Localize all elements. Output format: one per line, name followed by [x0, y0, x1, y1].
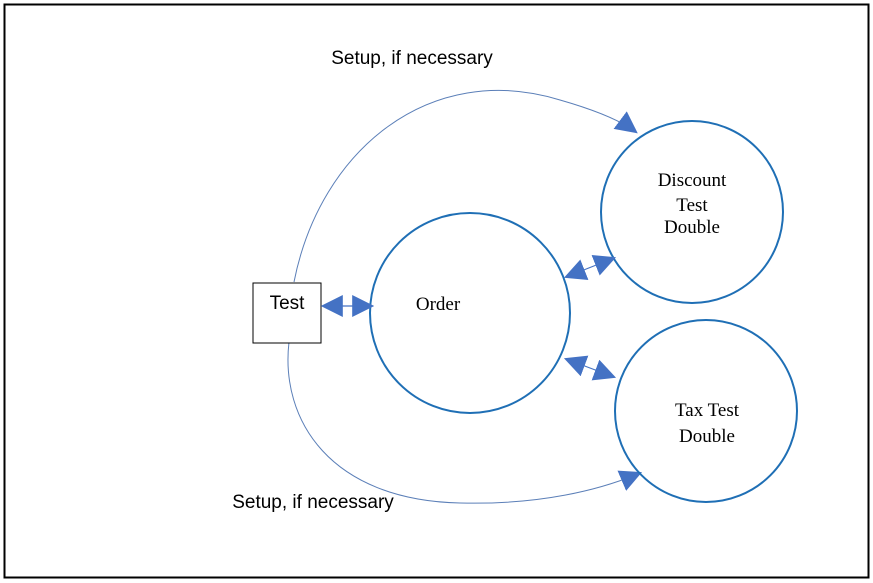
order-circle — [369, 212, 571, 414]
tax-line-1: Tax Test — [675, 400, 740, 421]
setup-label-top: Setup, if necessary — [331, 48, 493, 69]
discount-line-2: Test — [676, 195, 708, 216]
order-tax-double-arrow — [563, 355, 617, 381]
discount-line-1: Discount — [658, 170, 727, 191]
setup-curve-top — [293, 90, 638, 283]
diagram-frame — [3, 3, 870, 579]
setup-curve-bottom — [287, 341, 643, 504]
discount-line-3: Double — [664, 217, 720, 238]
order-label: Order — [416, 294, 461, 315]
tax-test-double-circle — [614, 319, 798, 503]
test-box — [252, 282, 322, 344]
test-box-label: Test — [270, 293, 306, 314]
tax-line-2: Double — [679, 426, 735, 447]
order-discount-double-arrow — [563, 255, 617, 280]
setup-label-bottom: Setup, if necessary — [232, 492, 394, 513]
discount-test-double-circle — [600, 120, 784, 304]
